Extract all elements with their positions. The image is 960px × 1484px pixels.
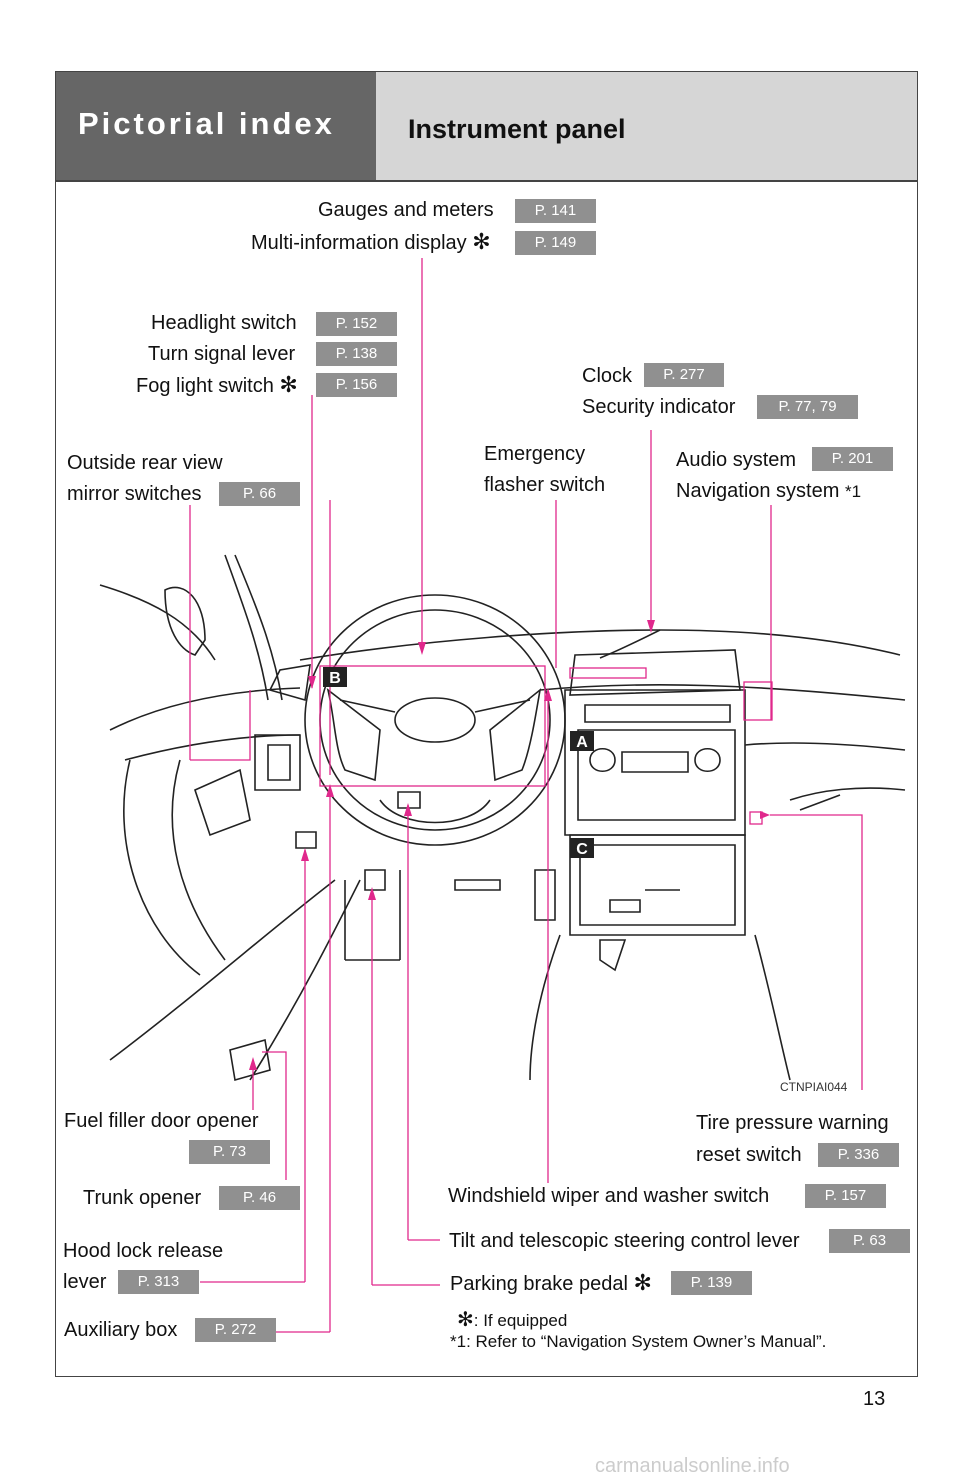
footnote-navigation-ref: *1: Refer to “Navigation System Owner’s … [450, 1332, 827, 1351]
tilt-page-badge: P. 63 [829, 1229, 910, 1253]
mirror-label-line2: mirror switches [67, 483, 202, 505]
headlight-page-badge: P. 152 [316, 312, 397, 336]
wiper-page-badge: P. 157 [805, 1184, 886, 1208]
fog-light-label: Fog light switch ✻ [136, 372, 298, 398]
trunk-label: Trunk opener [83, 1187, 202, 1209]
footnote-if-equipped: ✻: If equipped [457, 1309, 568, 1331]
audio-label: Audio system [676, 449, 797, 471]
trunk-page-badge: P. 46 [219, 1186, 300, 1210]
multi-info-label: Multi-information display ✻ [251, 229, 491, 255]
nav-ref-mark: *1 [450, 1332, 467, 1351]
callout-c: C [576, 841, 588, 858]
callout-a-badge [570, 731, 594, 751]
clock-page-badge: P. 277 [644, 363, 724, 387]
fuel-filler-page-badge: P. 73 [189, 1140, 270, 1164]
hood-page-badge: P. 313 [118, 1270, 199, 1294]
header-divider [56, 180, 917, 182]
callout-b: B [329, 670, 341, 687]
mirror-label-line1: Outside rear view [67, 452, 223, 474]
tire-page-badge: P. 336 [818, 1143, 899, 1167]
hood-label-line2: lever [63, 1271, 107, 1293]
equipped-asterisk: ✻ [457, 1309, 474, 1331]
page-title: Instrument panel [408, 114, 626, 144]
tire-label-line2: reset switch [696, 1144, 802, 1166]
security-label: Security indicator [582, 396, 736, 418]
auxiliary-box-label: Auxiliary box [64, 1319, 178, 1341]
watermark: carmanualsonline.info [595, 1455, 790, 1477]
emergency-label-line2: flasher switch [484, 474, 606, 496]
headlight-label: Headlight switch [151, 312, 297, 334]
section-title: Pictorial index [78, 106, 335, 141]
security-page-badge: P. 77, 79 [757, 395, 858, 419]
callout-b-badge [323, 667, 347, 687]
equipped-asterisk: ✻ [472, 229, 491, 254]
audio-page-badge: P. 201 [812, 447, 893, 471]
parking-brake-label: Parking brake pedal ✻ [450, 1270, 652, 1296]
page-frame [55, 71, 918, 1377]
fog-light-page-badge: P. 156 [316, 373, 397, 397]
emergency-label-line1: Emergency [484, 443, 586, 465]
tilt-label: Tilt and telescopic steering control lev… [449, 1230, 800, 1252]
fuel-filler-label: Fuel filler door opener [64, 1110, 259, 1132]
turn-signal-page-badge: P. 138 [316, 342, 397, 366]
equipped-asterisk: ✻ [279, 372, 298, 397]
callout-a: A [576, 734, 588, 751]
tire-label-line1: Tire pressure warning [696, 1112, 889, 1134]
callout-c-badge [570, 838, 594, 858]
navigation-label: Navigation system *1 [676, 480, 862, 502]
parking-brake-page-badge: P. 139 [671, 1271, 752, 1295]
gauges-label: Gauges and meters [318, 199, 494, 221]
mirror-page-badge: P. 66 [219, 482, 300, 506]
gauges-page-badge: P. 141 [515, 199, 596, 223]
equipped-asterisk: ✻ [633, 1270, 652, 1295]
hood-label-line1: Hood lock release [63, 1240, 224, 1262]
section-header [56, 72, 376, 180]
clock-label: Clock [582, 365, 633, 387]
image-code: CTNPIAI044 [780, 1080, 848, 1094]
turn-signal-label: Turn signal lever [148, 343, 296, 365]
auxiliary-box-page-badge: P. 272 [195, 1318, 276, 1342]
page-number: 13 [863, 1388, 886, 1410]
navigation-note: *1 [844, 482, 862, 501]
multi-info-page-badge: P. 149 [515, 231, 596, 255]
page-header [376, 72, 917, 180]
wiper-label: Windshield wiper and washer switch [448, 1185, 770, 1207]
